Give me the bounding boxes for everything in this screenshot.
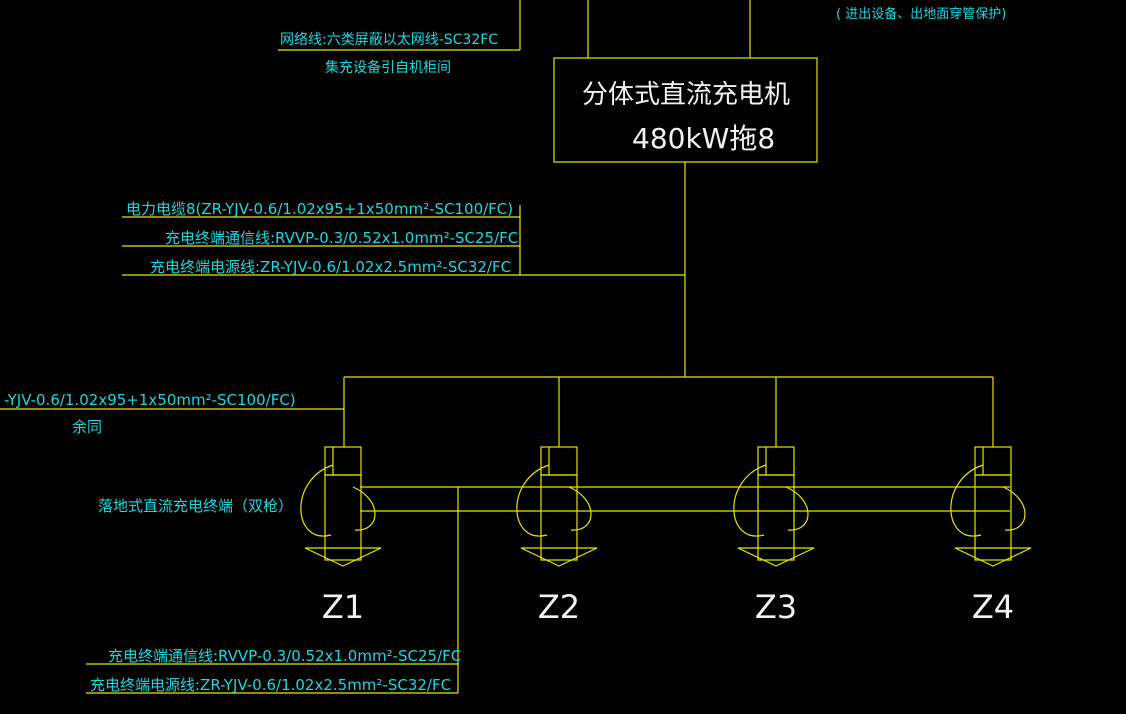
charger-rating: 480kW拖8 <box>632 122 775 155</box>
network-source-label: 集充设备引自机柜间 <box>325 59 451 76</box>
charger-title: 分体式直流充电机 <box>582 80 790 110</box>
lower-supply-label: 充电终端电源线:ZR-YJV-0.6/1.02x2.5mm²-SC32/FC <box>90 676 451 694</box>
left-same-label: 余同 <box>72 418 102 436</box>
terminal-label-z4: Z4 <box>972 588 1014 626</box>
terminal-label-z1: Z1 <box>322 588 364 626</box>
left-cable-label: -YJV-0.6/1.02x95+1x50mm²-SC100/FC) <box>4 391 296 409</box>
terminal-label-z3: Z3 <box>755 588 797 626</box>
terminal-label-z2: Z2 <box>538 588 580 626</box>
terminal-type-label: 落地式直流充电终端（双枪） <box>98 497 293 515</box>
cable-supply-label: 充电终端电源线:ZR-YJV-0.6/1.02x2.5mm²-SC32/FC <box>150 258 511 276</box>
note-top-right: ( 进出设备、出地面穿管保护) <box>836 6 1006 22</box>
lower-comm-label: 充电终端通信线:RVVP-0.3/0.52x1.0mm²-SC25/FC <box>108 647 461 665</box>
charging-terminal-z3: Z3 <box>733 446 815 626</box>
charging-terminal-z2: Z2 <box>516 446 598 626</box>
cable-power-label: 电力电缆8(ZR-YJV-0.6/1.02x95+1x50mm²-SC100/F… <box>126 200 513 218</box>
cable-comm-label: 充电终端通信线:RVVP-0.3/0.52x1.0mm²-SC25/FC <box>165 229 518 247</box>
network-cable-label: 网络线:六类屏蔽以太网线-SC32FC <box>280 32 498 48</box>
charging-terminal-z4: Z4 <box>950 446 1032 626</box>
charging-terminal-z1: Z1 <box>300 446 382 626</box>
